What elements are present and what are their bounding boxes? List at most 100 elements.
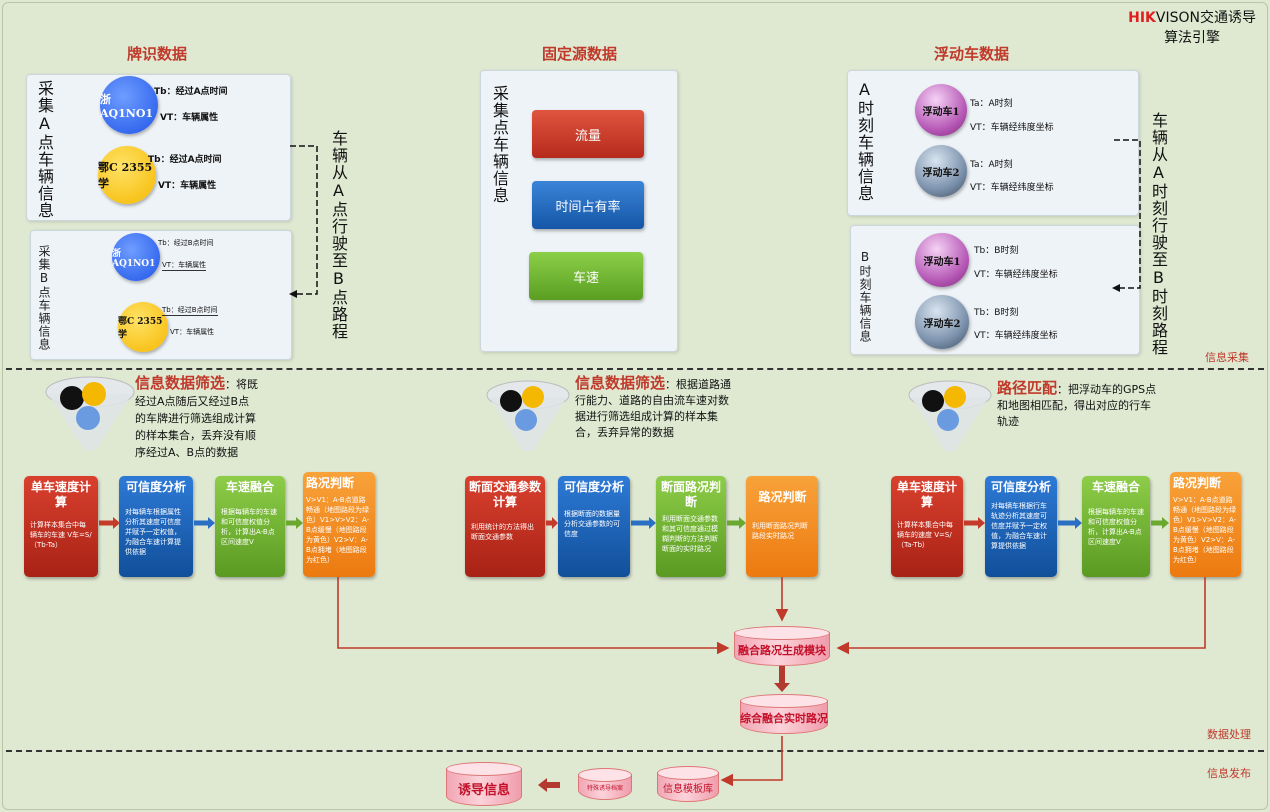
- brand-name: VISON交通诱导: [1155, 10, 1256, 26]
- special-label: 特殊诱导档案: [586, 784, 623, 792]
- float-a-car2-circle: 浮动车2: [915, 145, 967, 197]
- flow2-step4: 路况判断 利用断面路况判断路段实时路况: [746, 476, 818, 577]
- flow3-step2: 可信度分析 对每辆车根据行车轨迹分析其速度可信度并赋予一定权值，为融合车速计算提…: [985, 476, 1057, 577]
- flow1-step4-body: V>V1：A-B点道路畅通（地图路段为绿色）V1>V>V2：A-B点缓慢（地图路…: [306, 496, 370, 564]
- float-b-car1-vt: VT：车辆经纬度坐标: [974, 270, 1058, 280]
- occupancy-button: 时间占有率: [532, 181, 644, 229]
- float-a-car2-vt: VT：车辆经纬度坐标: [970, 183, 1054, 193]
- filter-desc-3: 路径匹配：把浮动车的GPS点和地图相匹配，得出对应的行车轨迹: [997, 380, 1159, 430]
- divider-2: [6, 750, 1264, 752]
- fusion-module-label: 融合路况生成模块: [738, 644, 826, 657]
- flow2-step2: 可信度分析 根据断面的数据量分析交通参数的可信度: [558, 476, 630, 577]
- plate-a-car1-time: Tb：经过A点时间: [154, 87, 228, 97]
- flow3-step4-title: 路况判断: [1173, 476, 1222, 490]
- float-b-car1-circle: 浮动车1: [915, 233, 969, 287]
- section-float-title: 浮动车数据: [934, 45, 1010, 63]
- plate-a-car2-time: Tb：经过A点时间: [148, 155, 222, 165]
- section-fixed-title: 固定源数据: [542, 45, 618, 63]
- float-a-car1-circle: 浮动车1: [915, 84, 967, 136]
- plate-a-car1-vt: VT：车辆属性: [160, 113, 219, 123]
- flow3-step1-body: 计算样本集合中每辆车的速度 V=S/（Ta-Tb）: [897, 521, 953, 549]
- fusion-module-db: 融合路况生成模块: [734, 626, 830, 666]
- flow1-step4: 路况判断 V>V1：A-B点道路畅通（地图路段为绿色）V1>V>V2：A-B点缓…: [303, 472, 375, 577]
- flow2-step2-title: 可信度分析: [563, 480, 624, 494]
- filter-desc-1: 信息数据筛选：将既经过A点随后又经过B点的车牌进行筛选组成计算的样本集合，丢弃没…: [135, 375, 260, 461]
- float-b-car2-time: Tb：B时刻: [974, 308, 1019, 318]
- plate-route-label: 车辆从A点行驶至B点路程: [329, 130, 348, 340]
- flow1-step2-title: 可信度分析: [125, 480, 186, 494]
- collect-tag: 信息采集: [1205, 351, 1249, 364]
- float-b-label: B时刻车辆信息: [858, 250, 872, 343]
- guidance-db: 诱导信息: [446, 762, 522, 806]
- realtime-db: 综合融合实时路况: [740, 694, 828, 734]
- float-a-car1-vt: VT：车辆经纬度坐标: [970, 123, 1054, 133]
- float-a-car1-time: Ta：A时刻: [970, 99, 1013, 109]
- filter-text-2: 根据道路通行能力、道路的自由流车速对数据进行筛选组成计算的样本集合，丢弃异常的数…: [575, 378, 732, 439]
- template-db: 信息模板库: [657, 766, 719, 802]
- publish-tag: 信息发布: [1207, 767, 1251, 780]
- float-b-car1-time: Tb：B时刻: [974, 246, 1019, 256]
- plate-b-car2-circle: 鄂C 2355学: [118, 302, 168, 352]
- float-a-label: A时刻车辆信息: [855, 80, 874, 202]
- float-route-bracket: [1112, 139, 1141, 292]
- float-route-label: 车辆从A时刻行驶至B时刻路程: [1149, 112, 1168, 356]
- plate-a-car2-vt: VT：车辆属性: [158, 181, 217, 191]
- flow2-step3: 断面路况判断 利用断面交通参数和其可信度通过模糊判断的方法判断断面的实时路况: [656, 476, 726, 577]
- plate-b-car1-vt: VT：车辆属性: [162, 261, 207, 271]
- float-b-car2-name: 浮动车2: [923, 318, 961, 330]
- plate-a-label: 采集A点车辆信息: [35, 80, 54, 219]
- plate-a-car1-circle: 浙AQ1NO1: [100, 76, 158, 134]
- flow1-step2-body: 对每辆车根据属性分析其速度可信度并赋予一定权值，为融合车速计算提供依据: [125, 508, 181, 556]
- funnel-icon-2: [486, 380, 570, 451]
- flow3-step4-body: V>V1：A-B点道路畅通（地图路段为绿色）V1>V>V2：A-B点缓慢（地图路…: [1173, 496, 1237, 564]
- filter-text-1: 将既经过A点随后又经过B点的车牌进行筛选组成计算的样本集合，丢弃没有顺序经过A、…: [135, 378, 259, 459]
- plate-a-panel: [26, 74, 291, 221]
- flow1-step3: 车速融合 根据每辆车的车速和可信度权值分析，计算出A-B点区间速度V: [215, 476, 285, 577]
- float-b-car2-vt: VT：车辆经纬度坐标: [974, 331, 1058, 341]
- section-plate-title: 牌识数据: [127, 45, 188, 63]
- plate-b-car1-time: Tb：经过B点时间: [158, 239, 214, 247]
- flow3-step2-title: 可信度分析: [990, 480, 1051, 494]
- plate-b-car1-circle: 浙AQ1NO1: [112, 233, 160, 281]
- flow1-step1-body: 计算样本集合中每辆车的车速 V车=S/（Tb-Ta）: [30, 521, 92, 549]
- flow2-step1-title: 断面交通参数计算: [468, 480, 541, 509]
- flow3-step2-body: 对每辆车根据行车轨迹分析其速度可信度并赋予一定权值，为融合车速计算提供依据: [991, 502, 1047, 550]
- plate-a-car2-name: 鄂C 2355学: [98, 161, 153, 190]
- fixed-label: 采集点车辆信息: [490, 85, 509, 204]
- float-a-car2-name: 浮动车2: [922, 167, 960, 179]
- filter-title-3: 路径匹配: [997, 379, 1058, 397]
- flow2-step3-body: 利用断面交通参数和其可信度通过模糊判断的方法判断断面的实时路况: [662, 515, 718, 553]
- plate-route-bracket: [289, 145, 318, 298]
- plate-b-car2-name: 鄂C 2355学: [118, 317, 163, 340]
- flow2-step4-body: 利用断面路况判断路段实时路况: [752, 522, 808, 540]
- plate-b-car1-name: 浙AQ1NO1: [112, 248, 156, 269]
- funnel-icon-3: [908, 380, 992, 451]
- process-tag: 数据处理: [1207, 728, 1251, 741]
- guidance-label: 诱导信息: [457, 782, 510, 798]
- filter-desc-2: 信息数据筛选：根据道路通行能力、道路的自由流车速对数据进行筛选组成计算的样本集合…: [575, 375, 733, 441]
- flow1-step4-title: 路况判断: [306, 476, 355, 490]
- template-label: 信息模板库: [663, 783, 713, 795]
- flow2-step2-body: 根据断面的数据量分析交通参数的可信度: [564, 510, 620, 538]
- float-b-panel: [850, 225, 1140, 355]
- filter-colon-2: ：: [665, 378, 677, 391]
- flow1-step1-title: 单车速度计算: [30, 480, 91, 509]
- plate-a-car1-name: 浙AQ1NO1: [100, 92, 154, 120]
- float-b-car2-circle: 浮动车2: [915, 295, 969, 349]
- flow3-step1: 单车速度计算 计算样本集合中每辆车的速度 V=S/（Ta-Tb）: [891, 476, 963, 577]
- float-a-panel: [847, 70, 1139, 216]
- flow3-step4: 路况判断 V>V1：A-B点道路畅通（地图路段为绿色）V1>V>V2：A-B点缓…: [1170, 472, 1241, 577]
- flow2-step1-body: 利用统计的方法得出断面交通参数: [471, 523, 534, 541]
- plate-a-car2-circle: 鄂C 2355学: [98, 146, 156, 204]
- filter-colon-1: ：: [225, 378, 237, 391]
- divider-1: [6, 368, 1264, 370]
- funnel-icon-1: [45, 376, 135, 450]
- plate-b-car2-time: Tb：经过B点时间: [162, 306, 218, 316]
- brand-subtitle: 算法引擎: [1164, 30, 1221, 46]
- filter-title-2: 信息数据筛选: [575, 374, 666, 392]
- plate-b-car2-vt: VT：车辆属性: [170, 328, 215, 336]
- flow3-step3-body: 根据每辆车的车速和可信度权值分析，计算出A-B点区间速度V: [1088, 508, 1144, 546]
- flow1-step3-title: 车速融合: [225, 480, 274, 494]
